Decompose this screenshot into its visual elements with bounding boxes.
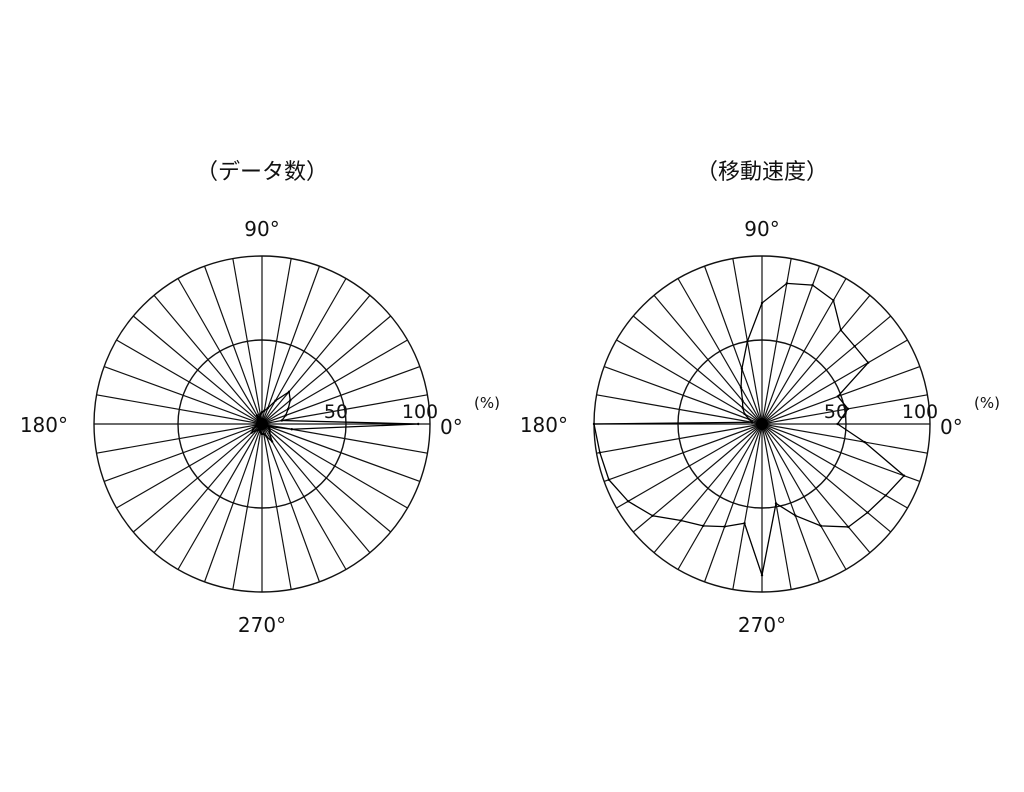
data-point xyxy=(839,328,843,332)
radial-tick-label-50: 50 xyxy=(324,401,348,423)
data-point xyxy=(290,428,293,431)
data-point xyxy=(847,525,850,529)
data-point xyxy=(723,525,726,528)
data-point xyxy=(743,412,746,416)
data-point xyxy=(598,451,602,454)
radial-unit-label: (%) xyxy=(474,394,500,412)
data-point xyxy=(255,414,259,417)
data-point xyxy=(739,386,743,389)
data-point xyxy=(702,524,705,528)
data-point xyxy=(265,435,268,438)
center-marker xyxy=(256,418,268,430)
data-point xyxy=(263,409,266,412)
chart-title: （データ数） xyxy=(196,160,328,185)
data-point xyxy=(853,345,856,348)
data-point xyxy=(774,502,778,505)
ring-100 xyxy=(93,255,431,593)
data-points xyxy=(592,282,906,577)
data-point xyxy=(259,431,262,434)
data-point xyxy=(252,427,255,431)
data-point xyxy=(255,429,258,432)
ring-50 xyxy=(177,339,347,509)
data-point xyxy=(287,390,291,394)
data-point xyxy=(902,474,906,477)
ring-50 xyxy=(677,339,847,509)
data-point xyxy=(266,407,269,410)
angle-label-90: 90° xyxy=(744,217,779,241)
polar-chart-data-count: （データ数） 90° 270° 180° 0° 50 100 (%) xyxy=(20,160,500,637)
data-point xyxy=(741,399,744,403)
data-point xyxy=(417,422,420,426)
data-point xyxy=(268,427,271,430)
angle-label-90: 90° xyxy=(244,217,279,241)
angle-label-270: 270° xyxy=(238,613,286,637)
data-point xyxy=(592,422,596,426)
data-point xyxy=(836,422,839,426)
center-marker xyxy=(756,418,768,430)
data-point xyxy=(262,432,265,436)
radial-unit-label: (%) xyxy=(974,394,1000,412)
data-point xyxy=(760,301,764,305)
angle-label-0: 0° xyxy=(440,415,463,439)
data-point xyxy=(794,514,797,517)
data-point xyxy=(846,407,850,411)
data-point xyxy=(811,283,814,287)
data-point xyxy=(750,421,754,424)
data-point xyxy=(260,432,264,436)
data-point xyxy=(280,419,284,422)
data-point xyxy=(274,399,277,402)
angle-label-180: 180° xyxy=(520,413,568,437)
data-point xyxy=(268,431,271,435)
radial-tick-label-100: 100 xyxy=(902,401,938,423)
radial-tick-label-100: 100 xyxy=(402,401,438,423)
data-point xyxy=(651,514,654,517)
data-point xyxy=(760,574,764,577)
data-point xyxy=(884,494,887,497)
data-point xyxy=(607,478,611,481)
data-point xyxy=(679,519,683,522)
data-point xyxy=(866,511,869,514)
data-point xyxy=(268,429,271,432)
data-point xyxy=(740,367,744,370)
chart-title: （移動速度） xyxy=(696,160,828,185)
data-point xyxy=(785,282,788,285)
data-point xyxy=(741,406,744,409)
data-point xyxy=(286,407,290,411)
data-point xyxy=(819,524,822,528)
data-point xyxy=(289,399,292,402)
data-point xyxy=(743,522,746,525)
data-point xyxy=(832,299,835,302)
data-point xyxy=(270,440,274,443)
data-point xyxy=(867,361,870,364)
data-point xyxy=(746,340,749,343)
angle-label-270: 270° xyxy=(738,613,786,637)
data-point xyxy=(748,418,751,421)
angle-label-0: 0° xyxy=(940,415,963,439)
data-point xyxy=(284,414,287,417)
data-point xyxy=(836,395,839,398)
data-point xyxy=(863,440,866,444)
data-point xyxy=(259,412,262,416)
data-point xyxy=(260,411,264,414)
angle-label-180: 180° xyxy=(20,413,68,437)
data-point xyxy=(626,500,630,503)
data-point xyxy=(250,431,253,434)
